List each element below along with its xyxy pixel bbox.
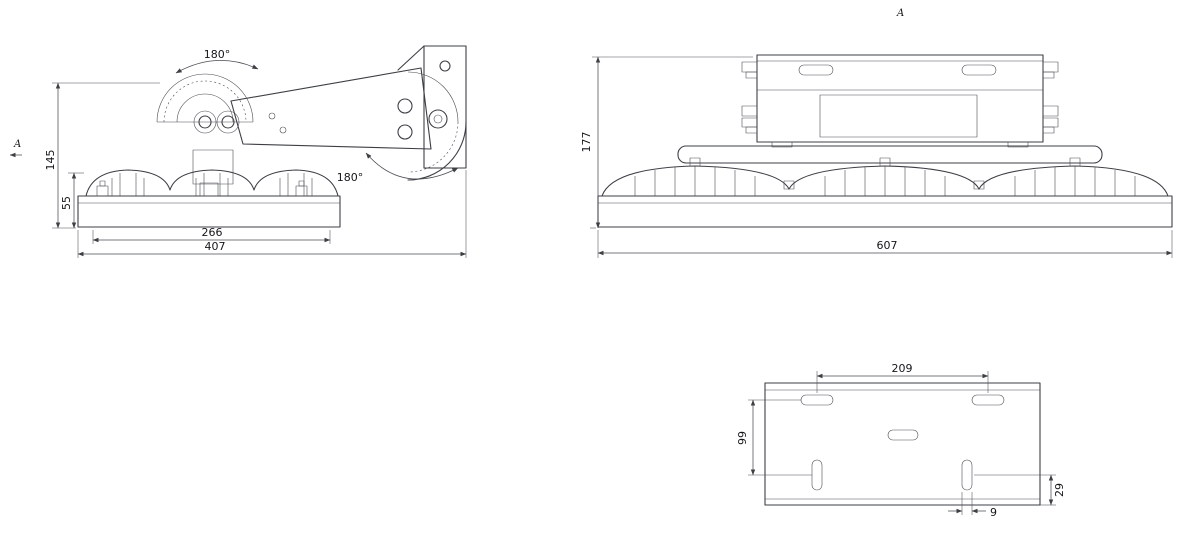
dim-607-label: 607 [877,239,898,252]
section-a-side-label: A [13,139,21,150]
fastener [96,185,109,197]
angle-annotation-top: 180° [175,48,259,74]
mounting-plate-back [764,382,1041,506]
dim-back-slot-width: 9 [948,492,997,519]
dim-266-label: 266 [202,226,223,239]
center-clamp [199,182,219,197]
luminaire-body-side [77,169,341,228]
dim-front-height: 177 [580,56,753,229]
dim-back-slot-spacing-x: 209 [816,362,989,393]
swivel-bracket-side [156,45,467,185]
section-label-side: A [9,139,22,158]
front-view: A [580,8,1173,258]
dim-99-label: 99 [736,431,749,445]
dim-side-width-overall: 407 [77,170,467,258]
angle-annotation-lower: 180° [337,152,459,184]
bracket-slot [961,64,997,76]
fastener [295,185,308,197]
bracket-panel [819,94,978,138]
mount-slot [971,394,1005,406]
dim-209-label: 209 [892,362,913,375]
dim-back-edge-offset: 29 [974,474,1066,506]
pole-mount-plate [397,45,467,181]
dim-177-label: 177 [580,132,593,153]
mounting-bracket-front [741,54,1059,143]
mount-slot [800,394,834,406]
dim-9-label: 9 [990,506,997,519]
back-view: 209 99 29 9 [736,362,1066,519]
section-label-top: A [896,8,904,19]
mount-slot [887,429,919,441]
dim-407-label: 407 [205,240,226,253]
luminaire-modules-front [597,157,1173,228]
dim-29-label: 29 [1053,483,1066,497]
bracket-slot [798,64,834,76]
dim-side-width-inner: 266 [92,226,331,244]
angle-lower-label: 180° [337,171,364,184]
protractor-left [156,73,254,134]
dim-55-label: 55 [60,196,73,210]
mount-slot [961,459,973,491]
dim-back-slot-spacing-y: 99 [736,399,812,476]
side-view: 180° 180° A 145 55 2 [9,45,467,258]
dim-front-width: 607 [597,230,1173,258]
dim-side-height-body: 55 [60,172,84,229]
dim-145-label: 145 [44,150,57,171]
mount-slot [811,459,823,491]
angle-top-label: 180° [204,48,231,61]
